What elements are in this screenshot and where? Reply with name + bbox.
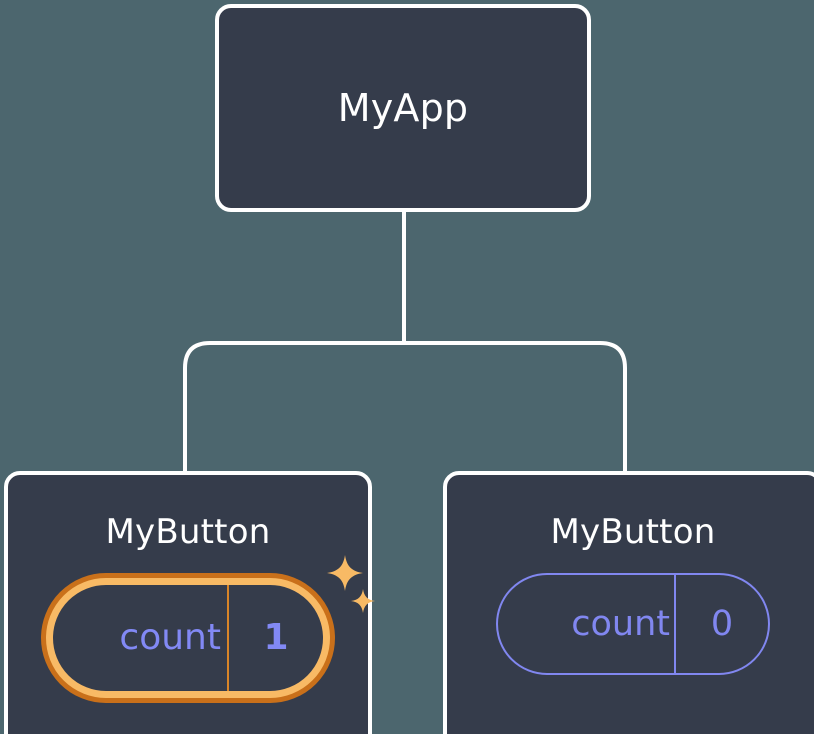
edge-to-left-child (183, 341, 404, 474)
node-mybutton-right[interactable]: MyButton count 0 (443, 471, 814, 734)
state-pill-inner: count 1 (46, 578, 330, 698)
state-value-left: 1 (227, 585, 323, 691)
state-key-left: count (119, 617, 221, 658)
edge-to-right-child (404, 341, 627, 474)
state-pill-wrap-left: count 1 (41, 555, 375, 703)
state-value-right: 0 (674, 575, 768, 673)
sparkle-small-icon (351, 589, 375, 613)
node-title-myapp: MyApp (337, 86, 469, 130)
state-pill-wrap-right: count 0 (496, 573, 770, 675)
state-key-right: count (571, 603, 670, 644)
node-title-mybutton-left: MyButton (105, 512, 271, 552)
node-title-mybutton-right: MyButton (550, 512, 716, 552)
sparkle-large-icon (327, 555, 363, 591)
state-pill-plain[interactable]: count 0 (496, 573, 770, 675)
node-mybutton-left[interactable]: MyButton count 1 (4, 471, 375, 734)
state-pill-highlighted[interactable]: count 1 (41, 573, 335, 703)
node-myapp[interactable]: MyApp (215, 4, 591, 212)
